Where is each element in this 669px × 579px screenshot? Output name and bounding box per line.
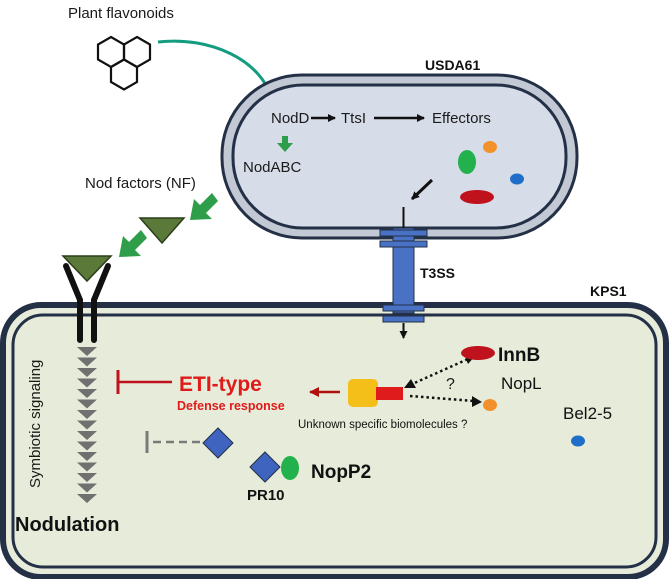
effector-red — [460, 190, 494, 204]
nopp2-label: NopP2 — [311, 462, 371, 483]
cascade-chevron — [77, 368, 97, 377]
nod-factor-arrow-upper — [190, 193, 218, 220]
innb-dotted-arrowhead-back — [404, 379, 416, 388]
flavonoid-ring-icon — [96, 35, 152, 91]
defense-response-label: Defense response — [177, 399, 285, 413]
effector-orange — [483, 141, 497, 153]
nopp2-effector — [281, 456, 299, 480]
cascade-chevron — [77, 462, 97, 472]
nopl-label: NopL — [501, 374, 542, 393]
unknown-biomolecules-label: Unknown specific biomolecules ? — [298, 419, 467, 431]
pr10-free — [202, 427, 234, 459]
bel2-5-effector — [571, 435, 585, 447]
bel2-5-label: Bel2-5 — [563, 404, 612, 423]
cascade-chevron — [77, 483, 97, 493]
cascade-chevron — [77, 399, 97, 409]
nod-factors-label: Nod factors (NF) — [85, 175, 196, 192]
innb-effector — [461, 346, 495, 360]
effector-green — [458, 150, 476, 174]
effector-red-bar — [376, 387, 403, 400]
cascade-chevron — [77, 441, 97, 451]
effectors-label: Effectors — [432, 110, 491, 127]
signaling-cascade — [77, 347, 97, 503]
cascade-chevron — [77, 452, 97, 461]
eti-type-label: ETI-type — [179, 373, 262, 396]
nodd-label: NodD — [271, 110, 310, 127]
nod-factor-arrow-lower — [119, 230, 147, 257]
pr10-bound — [249, 451, 281, 483]
symbiotic-signaling-label: Symbiotic signaling — [27, 360, 44, 488]
plant-flavonoids-label: Plant flavonoids — [68, 5, 174, 22]
innb-label: InnB — [498, 345, 540, 366]
plant-cell-inner-membrane — [11, 313, 658, 569]
nod-factor-triangle — [138, 217, 186, 245]
effector-secretion-arrow — [410, 178, 434, 201]
cascade-chevron — [77, 431, 97, 440]
nf-receptor — [63, 263, 111, 343]
receptor-bound-nod-factor — [61, 255, 113, 283]
bacterium-label: USDA61 — [425, 57, 480, 73]
nodulation-label: Nodulation — [15, 514, 119, 536]
cascade-chevron — [77, 494, 97, 503]
t3ss-structure — [379, 207, 428, 323]
unknown-biomolecule-yellow — [348, 379, 378, 407]
nodd-to-nodabc-arrow — [277, 136, 293, 152]
nodabc-label: NodABC — [243, 159, 302, 176]
bacterium-inner-membrane — [231, 83, 568, 230]
cascade-chevron — [77, 378, 97, 388]
effector-blue — [510, 173, 524, 185]
plant-cell-label: KPS1 — [590, 283, 627, 299]
plant-cell-membrane — [0, 302, 669, 579]
cascade-chevron — [77, 473, 97, 482]
nopl-dotted-arrowhead — [472, 396, 482, 407]
t3ss-label: T3SS — [420, 265, 455, 281]
cascade-chevron — [77, 357, 97, 367]
nopl-effector — [483, 399, 497, 411]
question-mark: ? — [446, 376, 455, 393]
cascade-chevron — [77, 389, 97, 398]
cascade-chevron — [77, 420, 97, 430]
cascade-chevron — [77, 410, 97, 419]
ttsi-label: TtsI — [341, 110, 366, 127]
pr10-label: PR10 — [247, 487, 285, 504]
cascade-chevron — [77, 347, 97, 356]
